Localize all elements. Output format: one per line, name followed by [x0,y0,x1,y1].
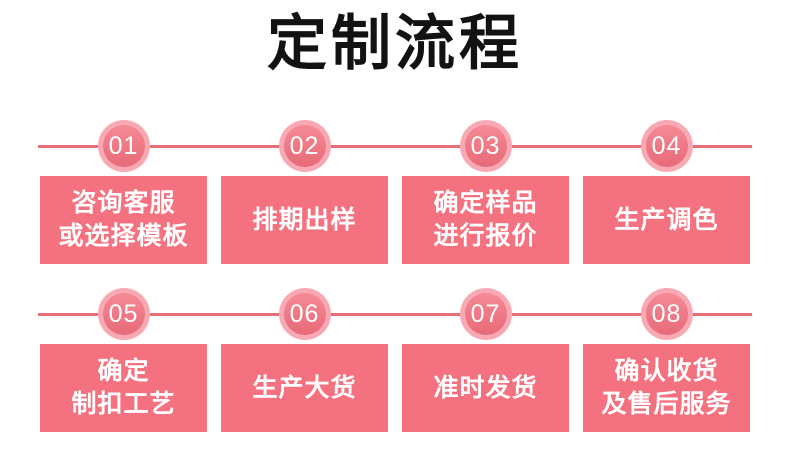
step-box: 准时发货 [402,344,569,432]
step-box: 咨询客服 或选择模板 [40,176,207,264]
step-number-badge: 03 [459,120,512,172]
step-number-badge: 02 [278,120,331,172]
step-number-badge: 04 [640,120,693,172]
step-track-row1: 01 02 03 04 [38,120,752,172]
step-number-badge: 07 [459,288,512,340]
step-badge-cell: 03 [402,120,569,172]
step-number: 04 [645,125,688,167]
step-box: 排期出样 [221,176,388,264]
step-number: 05 [102,293,145,335]
step-number: 08 [645,293,688,335]
step-box: 确定 制扣工艺 [40,344,207,432]
step-badge-cell: 02 [221,120,388,172]
step-track-row2: 05 06 07 08 [38,288,752,340]
step-badge-cell: 01 [40,120,207,172]
step-number-badge: 06 [278,288,331,340]
step-number: 06 [283,293,326,335]
step-badge-cell: 04 [583,120,750,172]
connector-line-row2 [38,313,752,316]
step-box: 确认收货 及售后服务 [583,344,750,432]
page-title: 定制流程 [267,10,523,77]
step-boxes-row1: 咨询客服 或选择模板 排期出样 确定样品 进行报价 生产调色 [40,176,750,264]
step-number-badge: 08 [640,288,693,340]
step-box: 生产调色 [583,176,750,264]
process-flow: 01 02 03 04 咨询客服 或选择模板 排期出样 确定样品 进行 [38,120,752,432]
step-number: 01 [102,125,145,167]
step-number: 02 [283,125,326,167]
step-badge-cell: 07 [402,288,569,340]
step-badge-cell: 08 [583,288,750,340]
step-box: 生产大货 [221,344,388,432]
step-number-badge: 05 [97,288,150,340]
step-badge-cell: 06 [221,288,388,340]
step-badge-cell: 05 [40,288,207,340]
connector-line-row1 [38,145,752,148]
step-number: 03 [464,125,507,167]
step-number-badge: 01 [97,120,150,172]
step-box: 确定样品 进行报价 [402,176,569,264]
step-boxes-row2: 确定 制扣工艺 生产大货 准时发货 确认收货 及售后服务 [40,344,750,432]
step-number: 07 [464,293,507,335]
